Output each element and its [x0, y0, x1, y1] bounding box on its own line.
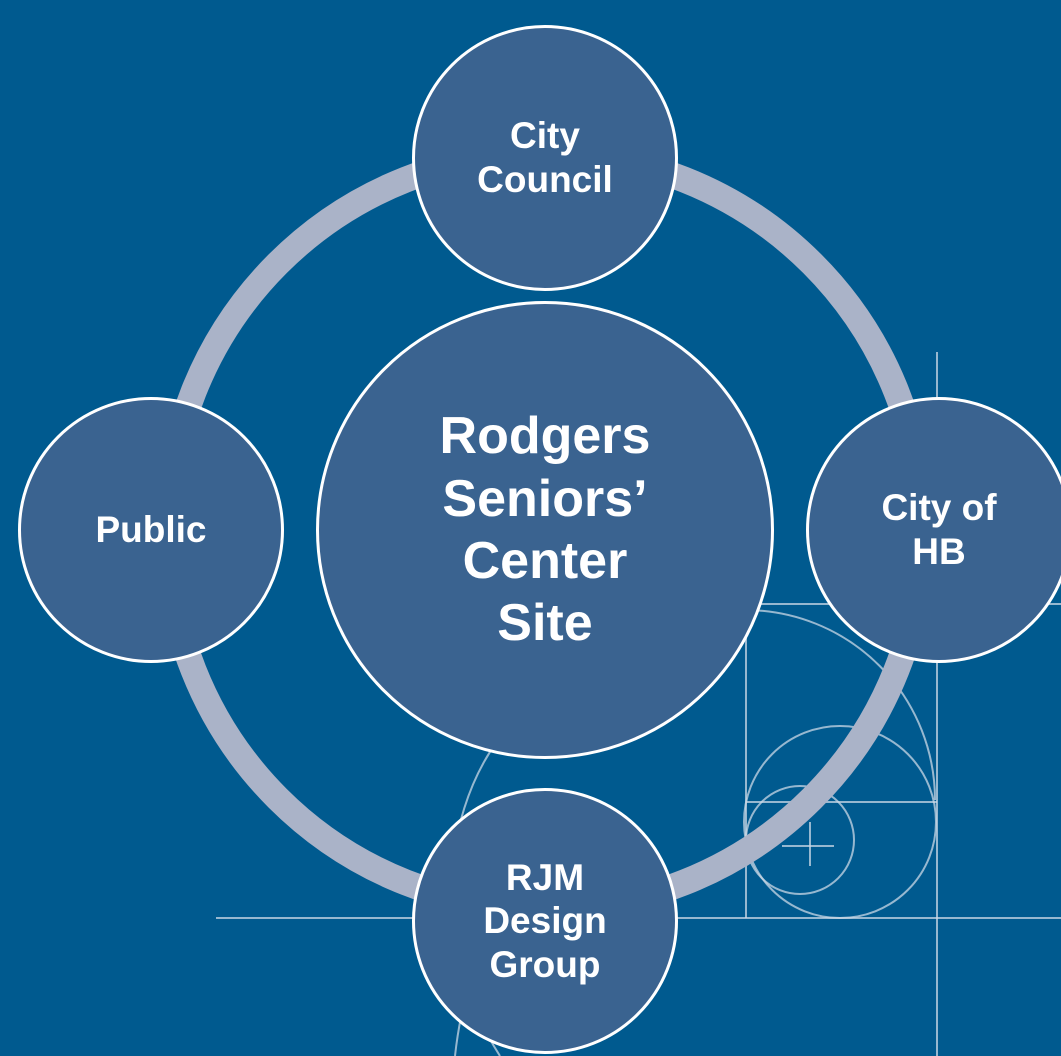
- node-rjm-design-group: RJM Design Group: [412, 788, 678, 1054]
- blueprint-arc: [745, 609, 936, 801]
- node-city-of-hb: City of HB: [806, 397, 1061, 663]
- node-center-site: Rodgers Seniors’ Center Site: [316, 301, 774, 759]
- blueprint-circle: [743, 725, 937, 919]
- node-public: Public: [18, 397, 284, 663]
- node-city-council: City Council: [412, 25, 678, 291]
